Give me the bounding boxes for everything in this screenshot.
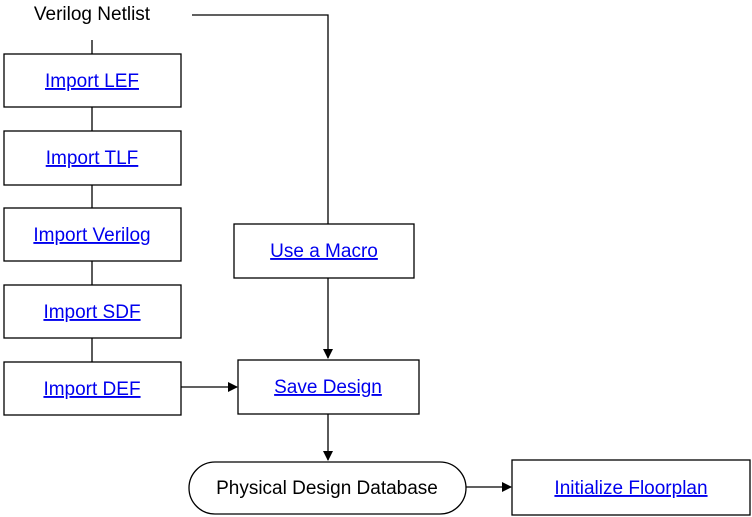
database-label: Physical Design Database: [216, 478, 438, 499]
connector-netlist-to-macro: [192, 14, 329, 224]
step-use-macro[interactable]: Use a Macro: [233, 223, 415, 279]
step-box: [3, 130, 182, 186]
step-import-tlf[interactable]: Import TLF: [3, 130, 182, 186]
use-macro-link[interactable]: Use a Macro: [270, 241, 378, 262]
step-box: [3, 361, 182, 416]
import-tlf-link[interactable]: Import TLF: [46, 148, 139, 169]
import-lef-link[interactable]: Import LEF: [45, 71, 139, 92]
initialize-floorplan-link[interactable]: Initialize Floorplan: [554, 478, 707, 499]
step-box: [511, 459, 751, 516]
verilog-netlist-label: Verilog Netlist: [34, 4, 151, 25]
step-import-verilog[interactable]: Import Verilog: [3, 207, 182, 262]
step-save-design[interactable]: Save Design: [237, 359, 420, 415]
step-box: [237, 359, 420, 415]
import-def-link[interactable]: Import DEF: [43, 379, 140, 400]
physical-design-database-node: Physical Design Database: [188, 461, 467, 515]
step-initialize-floorplan[interactable]: Initialize Floorplan: [511, 459, 751, 516]
import-verilog-link[interactable]: Import Verilog: [33, 225, 150, 246]
step-import-sdf[interactable]: Import SDF: [3, 284, 182, 339]
import-sdf-link[interactable]: Import SDF: [43, 302, 140, 323]
save-design-link[interactable]: Save Design: [274, 377, 382, 398]
step-box: [3, 284, 182, 339]
step-import-def[interactable]: Import DEF: [3, 361, 182, 416]
connectors: [91, 14, 512, 492]
step-box: [3, 53, 182, 108]
database-terminal-shape: [188, 461, 467, 515]
step-import-lef[interactable]: Import LEF: [3, 53, 182, 108]
step-box: [3, 207, 182, 262]
step-box: [233, 223, 415, 279]
